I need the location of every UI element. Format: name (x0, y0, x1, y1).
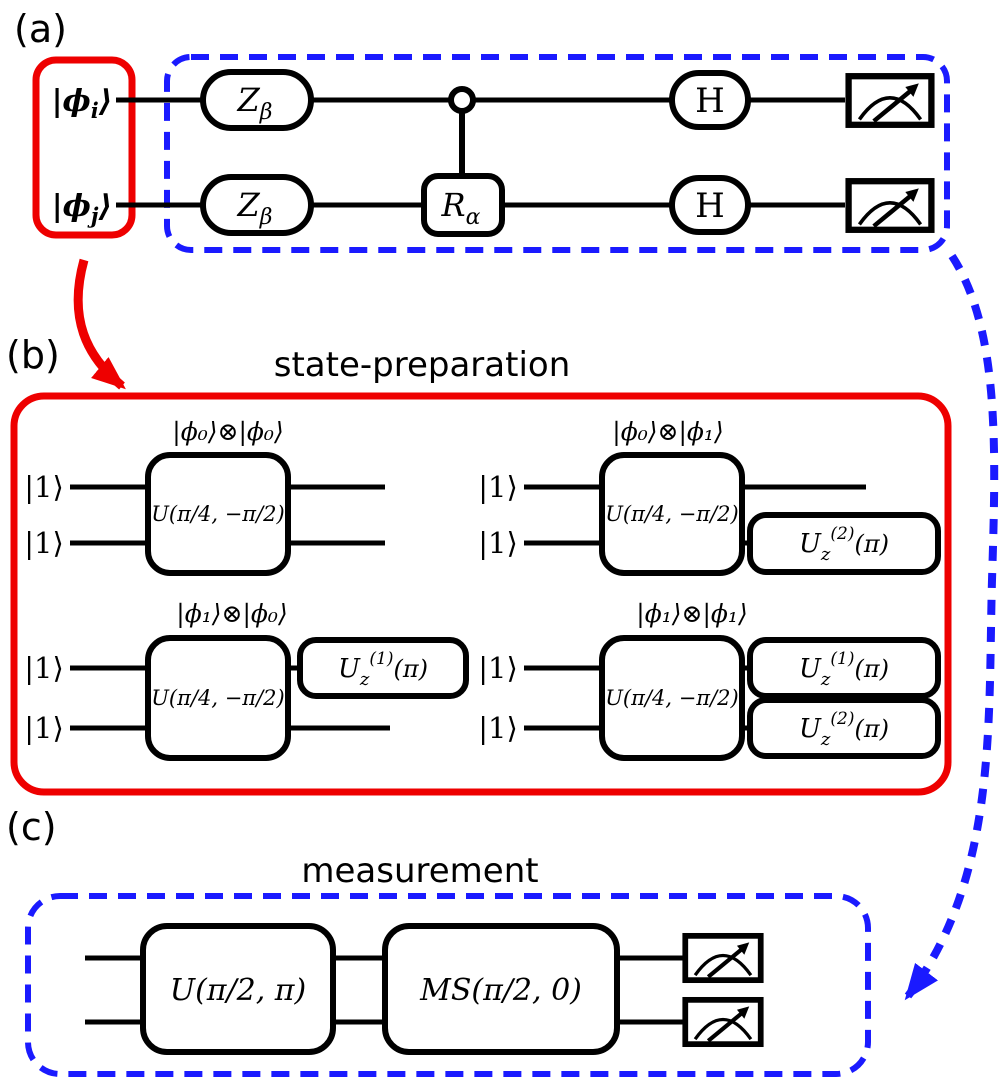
prep-circuit-01-header: |ϕ₀⟩⊗|ϕ₁⟩ (612, 417, 723, 447)
gate-h-bottom-label: H (695, 186, 725, 226)
state-preparation-box-red (10, 392, 952, 796)
prep-circuit-10-header: |ϕ₁⟩⊗|ϕ₀⟩ (176, 599, 287, 629)
ket-one: |1⟩ (478, 651, 518, 685)
gate-uz1-label: Uz(1)(π) (338, 649, 428, 690)
gate-u-entangling (145, 452, 291, 576)
gate-u-measure (140, 923, 336, 1055)
measurement-box-blue-dashed (25, 893, 871, 1077)
gate-h-top (669, 70, 751, 130)
gate-u-entangling (145, 635, 291, 761)
gate-z-beta-top-label: Zβ (237, 81, 273, 125)
measurement-meter-icon-bottom (685, 1000, 760, 1044)
gate-z-beta-bottom (200, 174, 314, 236)
gate-r-alpha (421, 173, 505, 237)
circuit-box-blue-dashed (164, 54, 950, 253)
gate-u-measure-label: U(π/2, π) (170, 973, 306, 1008)
gate-uz1 (297, 637, 469, 699)
arrow-a-to-b (73, 258, 126, 390)
prep-circuit-00-header: |ϕ₀⟩⊗|ϕ₀⟩ (172, 417, 283, 447)
ket-one: |1⟩ (478, 711, 518, 745)
gate-uz2-label: Uz(2)(π) (799, 709, 889, 750)
gate-u-entangling (599, 452, 745, 576)
gate-h-top-label: H (695, 81, 725, 121)
gate-uz1 (747, 637, 941, 699)
gate-ms-label: MS(π/2, 0) (419, 973, 582, 1008)
prep-circuit-01: |ϕ₀⟩⊗|ϕ₁⟩ |1⟩ |1⟩ U(π/4, −π/2) Uz(2)(π) (478, 417, 941, 576)
panel-a: (a) |ϕi⟩ |ϕj⟩ Zβ Zβ Rα H H (14, 7, 950, 253)
gate-u-entangling-label: U(π/4, −π/2) (605, 686, 739, 710)
ket-one: |1⟩ (24, 470, 64, 504)
ket-one: |1⟩ (24, 651, 64, 685)
ket-one: |1⟩ (24, 526, 64, 560)
gate-u-entangling-label: U(π/4, −π/2) (151, 686, 285, 710)
control-dot-open (448, 86, 476, 114)
gate-uz1-label: Uz(1)(π) (799, 649, 889, 690)
gate-u-entangling (599, 635, 745, 761)
measurement-meter-icon-top (849, 76, 932, 125)
gate-z-beta-bottom-label: Zβ (237, 186, 273, 230)
gate-r-alpha-label: Rα (441, 186, 481, 230)
panel-a-label: (a) (14, 7, 67, 51)
panel-b: (b) state-preparation |ϕ₀⟩⊗|ϕ₀⟩ |1⟩ |1⟩ … (6, 333, 952, 796)
measurement-meter-icon-bottom (849, 181, 932, 230)
panel-c: (c) measurement U(π/2, π) MS(π/2, 0) (6, 805, 871, 1077)
arrow-a-to-c (904, 253, 999, 1001)
gate-uz2-label: Uz(2)(π) (799, 524, 889, 565)
prep-circuit-00: |ϕ₀⟩⊗|ϕ₀⟩ |1⟩ |1⟩ U(π/4, −π/2) (24, 417, 385, 576)
gate-uz2 (747, 697, 941, 759)
gate-u-entangling-label: U(π/4, −π/2) (605, 502, 739, 526)
measurement-title: measurement (301, 851, 538, 891)
state-preparation-title: state-preparation (274, 345, 571, 385)
input-states-box-red (32, 56, 136, 239)
panel-b-label: (b) (6, 333, 60, 377)
prep-circuit-11: |ϕ₁⟩⊗|ϕ₁⟩ |1⟩ |1⟩ U(π/4, −π/2) Uz(1)(π) … (478, 599, 941, 761)
gate-z-beta-top (200, 69, 314, 131)
gate-uz2 (747, 512, 941, 575)
panel-c-label: (c) (6, 805, 57, 849)
gate-h-bottom (669, 175, 751, 235)
ket-phi-j: |ϕj⟩ (52, 189, 112, 228)
gate-ms (382, 923, 620, 1055)
prep-circuit-10: |ϕ₁⟩⊗|ϕ₀⟩ |1⟩ |1⟩ U(π/4, −π/2) Uz(1)(π) (24, 599, 469, 761)
ket-phi-i: |ϕi⟩ (52, 84, 113, 123)
ket-one: |1⟩ (478, 526, 518, 560)
prep-circuit-11-header: |ϕ₁⟩⊗|ϕ₁⟩ (636, 599, 747, 629)
measurement-meter-icon-top (685, 936, 760, 980)
ket-one: |1⟩ (24, 711, 64, 745)
ket-one: |1⟩ (478, 470, 518, 504)
gate-u-entangling-label: U(π/4, −π/2) (151, 502, 285, 526)
